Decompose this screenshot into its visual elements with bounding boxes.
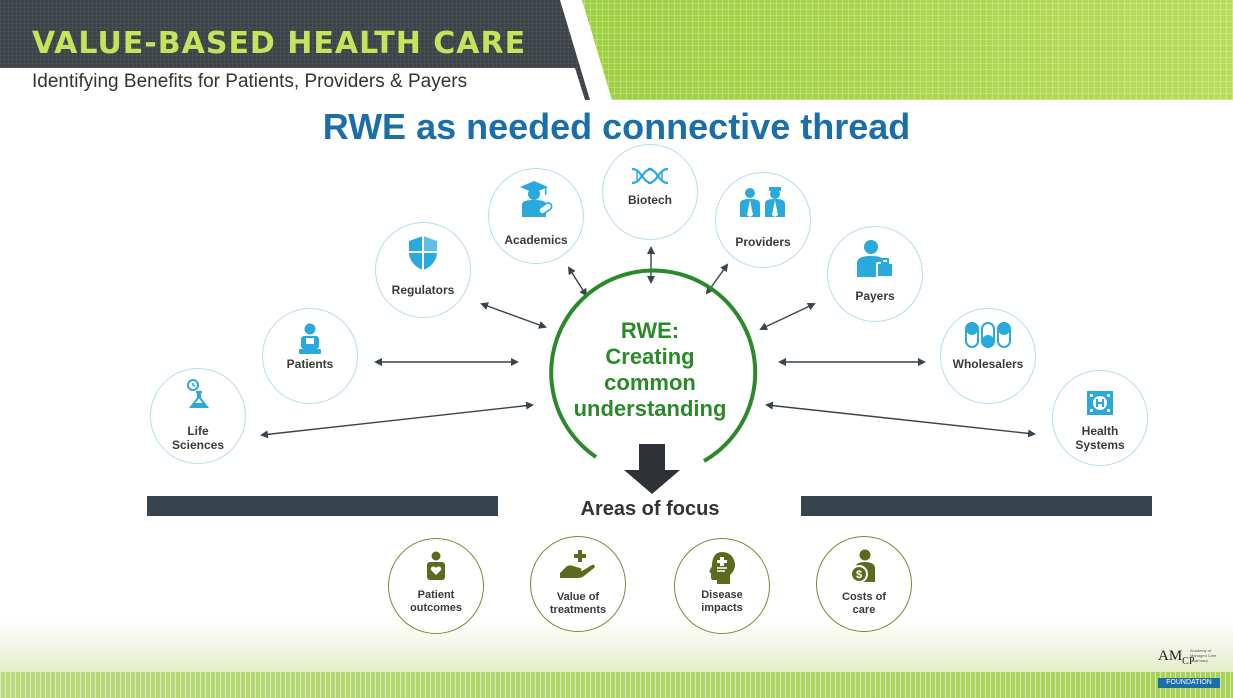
node-label: Regulators [391, 283, 455, 297]
hand-plus-icon [560, 550, 595, 578]
footer-band [0, 620, 1233, 698]
shield-icon [409, 236, 437, 270]
header-title: VALUE-BASED HEALTH CARE [32, 26, 527, 61]
focus-label: Patient [417, 589, 455, 601]
logo-cp: CP [1182, 656, 1195, 667]
logo-am: AM [1158, 648, 1183, 664]
node-payers: Payers [827, 226, 923, 322]
node-providers: Providers [715, 172, 811, 268]
rwe-line-2: Creating [605, 344, 695, 369]
svg-text:$: $ [856, 569, 862, 581]
node-label: Providers [735, 235, 791, 249]
flask-icon [187, 379, 210, 408]
logo-am-text: AMCP [1158, 648, 1194, 667]
dna-icon [631, 167, 669, 185]
focus-label: outcomes [410, 602, 462, 614]
arrow-regulators [480, 302, 547, 329]
down-arrow [624, 444, 680, 494]
focus-label: Disease [701, 589, 743, 601]
rwe-center-text: RWE: Creating common understanding [560, 318, 740, 422]
businessperson-icon [857, 240, 894, 278]
money-person-icon: $ [850, 549, 875, 583]
arrow-payers [759, 302, 816, 331]
focus-patient-outcomes: Patient outcomes [388, 538, 484, 634]
graduate-icon [520, 181, 553, 217]
patient-icon [299, 323, 321, 354]
header-subtitle: Identifying Benefits for Patients, Provi… [32, 71, 468, 92]
focus-label: treatments [549, 604, 607, 616]
node-label: Life [187, 424, 209, 438]
arrow-life-sciences [260, 401, 534, 439]
arrow-health-systems [765, 401, 1036, 438]
rwe-line-3: common [604, 370, 696, 395]
node-biotech: Biotech [602, 144, 698, 240]
logo-small-text: Academy of Managed Care Pharmacy [1190, 648, 1220, 663]
logo-line: Academy of [1190, 648, 1212, 653]
header-subtitle-band [0, 68, 585, 100]
node-academics: Academics [488, 168, 584, 264]
node-label: Sciences [171, 438, 225, 452]
pills-icon [965, 322, 1011, 348]
focus-label: care [852, 604, 876, 616]
node-wholesalers: Wholesalers [940, 308, 1036, 404]
focus-disease-impacts: Disease impacts [674, 538, 770, 634]
slide-title: RWE as needed connective thread [322, 106, 911, 147]
focus-costs-of-care: $ Costs of care [816, 536, 912, 632]
node-label: Biotech [627, 193, 672, 207]
areas-bar-right [801, 496, 1152, 516]
node-label: Health [1081, 424, 1119, 438]
focus-value-of-treatments: Value of treatments [530, 536, 626, 632]
node-label: Wholesalers [952, 357, 1024, 371]
head-icon [709, 552, 735, 584]
focus-label: Value of [556, 591, 600, 603]
patient-heart-icon [427, 551, 445, 580]
focus-label: Costs of [842, 591, 886, 603]
node-label: Systems [1075, 438, 1125, 452]
node-patients: Patients [262, 308, 358, 404]
rwe-circle-arc [549, 268, 758, 463]
logo-line: Pharmacy [1190, 658, 1209, 663]
areas-bar-left [147, 496, 498, 516]
focus-label: impacts [701, 602, 743, 614]
logo-line: Managed Care [1190, 653, 1217, 658]
node-regulators: Regulators [375, 222, 471, 318]
header-green-band [582, 0, 1233, 100]
hospital-icon [1087, 391, 1113, 415]
node-life-sciences: Life Sciences [150, 368, 246, 464]
logo-foundation: FOUNDATION [1158, 678, 1220, 688]
amcp-foundation-logo: AMCP Academy of Managed Care Pharmacy FO… [1158, 646, 1220, 692]
arrow-academics [567, 266, 588, 297]
rwe-line-1: RWE: [620, 318, 680, 343]
node-health-systems: Health Systems [1052, 370, 1148, 466]
rwe-line-4: understanding [573, 396, 727, 421]
node-label: Payers [855, 289, 895, 303]
doctors-icon [740, 187, 785, 217]
node-label: Patients [286, 357, 334, 371]
areas-of-focus-label: Areas of focus [580, 498, 720, 520]
node-label: Academics [504, 233, 568, 247]
